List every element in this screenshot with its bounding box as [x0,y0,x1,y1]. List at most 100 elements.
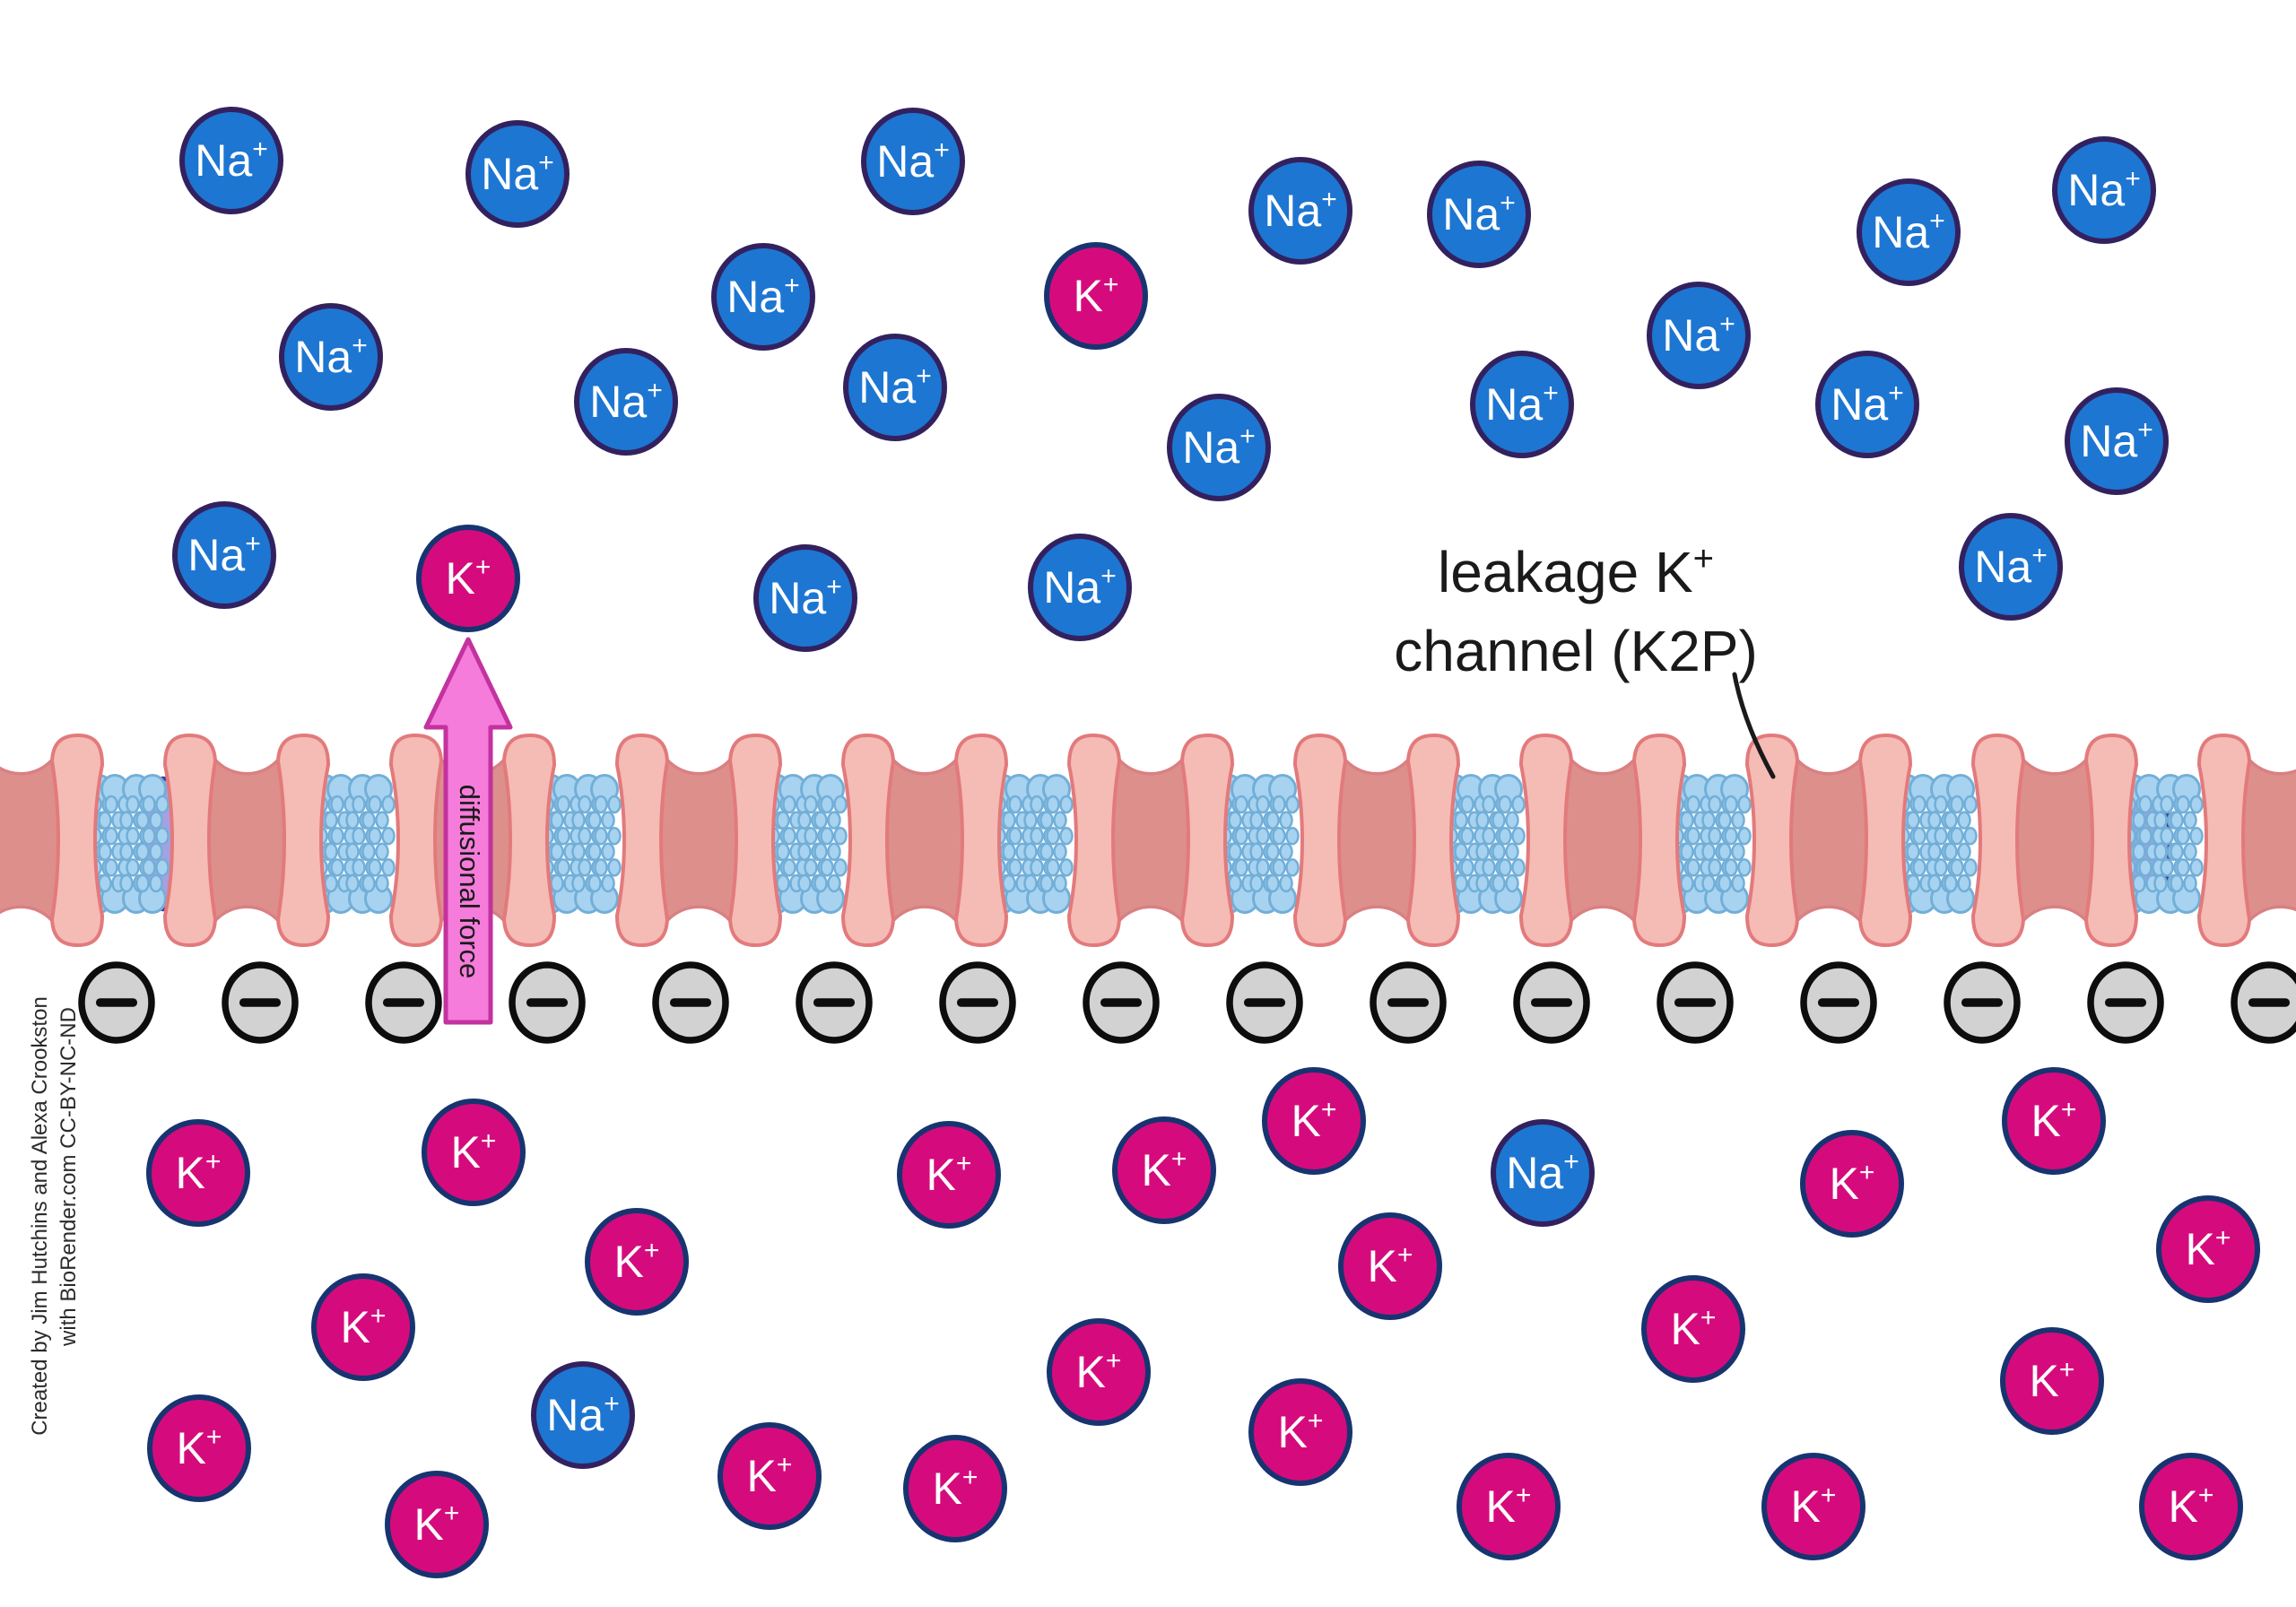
membrane-channel [0,734,104,947]
ion-circle [2052,136,2156,244]
minus-icon [239,998,281,1007]
ion-circle [146,1119,250,1227]
negative-charge [1083,961,1160,1044]
channel-subunit-left [841,734,895,947]
potassium-ion: K+ [1338,1212,1442,1320]
phospholipid-column [135,774,170,914]
minus-icon [957,998,998,1007]
ion-circle [1167,394,1271,501]
minus-icon [670,998,711,1007]
membrane-channel [163,734,330,947]
channel-pore-region [1335,744,1419,936]
ion-label: Na+ [187,529,260,580]
potassium-ion: K+ [1457,1453,1561,1560]
ion-label: K+ [451,1126,497,1177]
channel-pore-region [1109,744,1193,936]
minus-icon [1961,998,2003,1007]
channel-subunit-right [1858,734,1912,947]
sodium-ion: Na+ [861,108,965,215]
ion-circle [147,1394,251,1502]
negative-charge [365,961,442,1044]
sodium-ion: Na+ [1248,157,1352,265]
ion-label: K+ [1076,1346,1122,1397]
negative-charge [1657,961,1734,1044]
channel-subunit-left [389,734,443,947]
sodium-ion: Na+ [1028,534,1132,641]
ion-circle [1248,157,1352,265]
membrane-channel [1971,734,2138,947]
ion-label: K+ [926,1149,972,1200]
phospholipid-column [587,774,622,914]
ion-label: Na+ [769,572,841,623]
ion-label: Na+ [1182,421,1255,473]
minus-icon [526,998,568,1007]
membrane-channel [1067,734,1234,947]
potassium-ion: K+ [1248,1378,1352,1486]
channel-subunit-right [502,734,556,947]
minus-icon [96,998,137,1007]
phospholipid-column [1944,774,1978,914]
negative-charge [78,961,155,1044]
ion-label: K+ [176,1147,222,1198]
sodium-ion: Na+ [1427,161,1531,268]
ion-circle [311,1273,415,1381]
negative-charge [1800,961,1877,1044]
channel-subunit-right [50,734,104,947]
potassium-ion: K+ [1761,1453,1866,1560]
ion-label: Na+ [1831,378,1903,430]
credit-text-line2: with BioRender.com CC-BY-NC-ND [57,1007,81,1347]
ion-label: Na+ [1043,561,1116,612]
sodium-ion: Na+ [753,544,857,652]
ion-label: Na+ [2067,164,2140,215]
channel-subunit-right [1406,734,1460,947]
sodium-ion: Na+ [1167,394,1271,501]
negative-charge [652,961,729,1044]
ion-label: K+ [1292,1095,1337,1146]
ion-circle [279,303,383,411]
channel-pore-region [883,744,967,936]
ion-label: Na+ [481,148,553,199]
potassium-ion: K+ [146,1119,250,1227]
potassium-ion: K+ [1112,1116,1216,1224]
potassium-ion: K+ [2002,1067,2106,1175]
minus-icon [1244,998,1285,1007]
ion-label: K+ [614,1236,660,1287]
ion-circle [1457,1453,1561,1560]
membrane-channel [2197,734,2296,947]
minus-icon [1387,998,1429,1007]
potassium-ion: K+ [422,1099,526,1206]
ion-circle [1815,351,1919,458]
potassium-ion: K+ [1047,1318,1151,1426]
ion-circle [422,1099,526,1206]
phospholipid-column [1492,774,1526,914]
channel-subunit-left [1745,734,1799,947]
sodium-ion: Na+ [1647,282,1751,389]
ion-circle [1857,178,1961,286]
phospholipid-column [2170,774,2204,914]
ion-label: Na+ [195,135,267,186]
ion-circle [1044,242,1148,350]
phospholipid-column [1265,774,1300,914]
ion-label: Na+ [726,271,799,322]
negative-charge [2231,961,2296,1044]
ion-circle [903,1435,1007,1542]
ion-circle [179,107,283,214]
channel-pore-region [0,744,63,936]
sodium-ion: Na+ [1470,351,1574,458]
minus-icon [2105,998,2146,1007]
ion-circle [1112,1116,1216,1224]
sodium-ion: Na+ [1857,178,1961,286]
ion-circle [711,243,815,351]
phospholipid-column [1039,774,1074,914]
ion-circle [1047,1318,1151,1426]
negative-charge [1944,961,2021,1044]
ion-circle [2156,1195,2260,1303]
ion-label: K+ [933,1463,978,1514]
minus-icon [1531,998,1572,1007]
ion-circle [385,1471,489,1578]
channel-subunit-right [1632,734,1686,947]
ion-label: K+ [414,1498,460,1550]
ion-label: K+ [1830,1158,1875,1209]
ion-label: K+ [177,1422,222,1473]
channel-subunit-right [728,734,782,947]
